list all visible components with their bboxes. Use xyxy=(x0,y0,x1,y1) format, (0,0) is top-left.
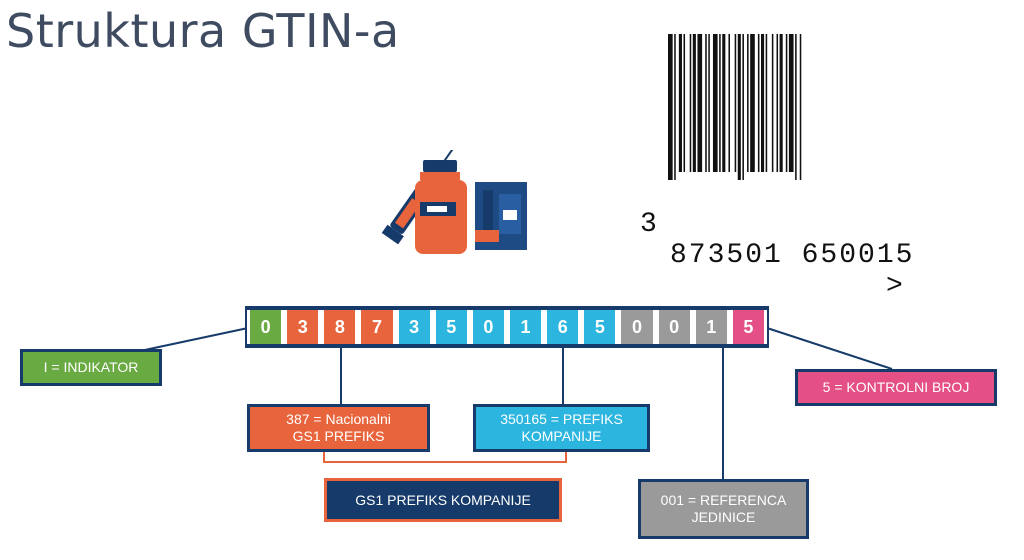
barcode-digit-groups: 873501 650015 xyxy=(670,240,915,271)
barcode-icon xyxy=(668,34,802,180)
gs1-company-prefix-label-text: GS1 PREFIKS KOMPANIJE xyxy=(355,491,531,508)
check-digit-label: 5 = KONTROLNI BROJ xyxy=(795,369,997,406)
pharmaceutical-products-illustration xyxy=(381,150,527,254)
gtin-digit-national-prefix: 3 xyxy=(284,310,322,344)
barcode-digits: 3 873501 650015 > xyxy=(640,178,912,333)
gs1-company-prefix-label: GS1 PREFIKS KOMPANIJE xyxy=(324,478,562,522)
item-reference-label-line2: JEDINICE xyxy=(691,509,756,525)
item-reference-label-line1: 001 = REFERENCA xyxy=(660,492,787,508)
gtin-digit-indicator: 0 xyxy=(247,310,285,344)
item-reference-label: 001 = REFERENCA JEDINICE xyxy=(638,479,809,539)
barcode-end-marker: > xyxy=(886,271,903,302)
national-prefix-label-line2: GS1 PREFIKS xyxy=(292,428,385,444)
gtin-digit-company-prefix: 0 xyxy=(469,310,507,344)
medicine-bottle-icon xyxy=(415,160,499,254)
gtin-digit-company-prefix: 3 xyxy=(395,310,433,344)
gtin-digit-item-reference: 0 xyxy=(655,310,693,344)
barcode-first-digit: 3 xyxy=(640,209,657,240)
connector-indicator xyxy=(139,327,249,352)
company-prefix-label-line1: 350165 = PREFIKS xyxy=(500,411,623,427)
gtin-digit-national-prefix: 7 xyxy=(358,310,396,344)
gtin-digit-company-prefix: 6 xyxy=(544,310,582,344)
gtin-digit-item-reference: 0 xyxy=(618,310,656,344)
national-prefix-label: 387 = Nacionalni GS1 PREFIKS xyxy=(247,404,430,452)
gtin-digit-item-reference: 1 xyxy=(692,310,730,344)
gtin-digit-company-prefix: 5 xyxy=(581,310,619,344)
gs1-prefix-bracket xyxy=(323,452,567,463)
gtin-digit-company-prefix: 1 xyxy=(506,310,545,344)
indicator-label: I = INDIKATOR xyxy=(20,349,162,386)
page-title: Struktura GTIN-a xyxy=(6,4,400,58)
check-digit-label-text: 5 = KONTROLNI BROJ xyxy=(822,379,970,395)
gtin-digit-company-prefix: 5 xyxy=(432,310,470,344)
connector-check-digit xyxy=(766,327,893,370)
national-prefix-label-line1: 387 = Nacionalni xyxy=(286,411,391,427)
barcode: 3 873501 650015 > xyxy=(640,30,912,302)
company-prefix-label: 350165 = PREFIKS KOMPANIJE xyxy=(473,404,650,452)
indicator-label-text: I = INDIKATOR xyxy=(43,359,139,375)
gtin-digit-check-digit: 5 xyxy=(729,310,767,344)
gtin-digit-national-prefix: 8 xyxy=(321,310,359,344)
company-prefix-label-line2: KOMPANIJE xyxy=(521,428,602,444)
